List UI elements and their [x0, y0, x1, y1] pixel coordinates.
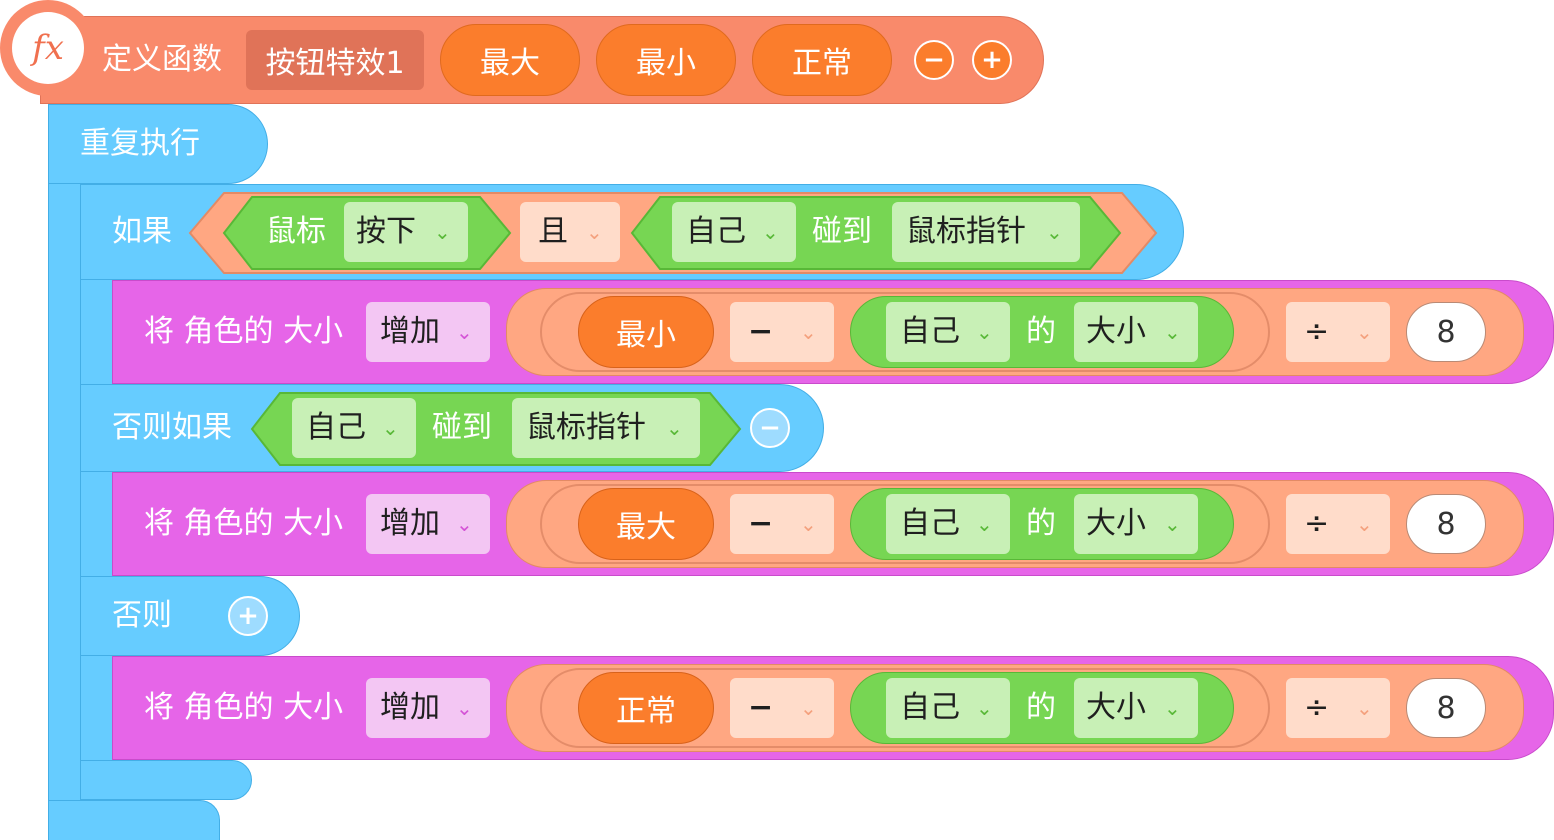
add-branch-button[interactable]: +: [228, 596, 268, 636]
repeat-loop-footer: [48, 800, 220, 840]
remove-param-button[interactable]: −: [914, 40, 954, 80]
chevron-down-icon: ⌄: [586, 220, 603, 244]
var-min[interactable]: 最小: [578, 296, 714, 368]
chevron-down-icon: ⌄: [1046, 220, 1063, 244]
chevron-down-icon: ⌄: [1164, 696, 1181, 720]
divide-op-dropdown[interactable]: [1286, 678, 1390, 738]
define-label: 定义函数: [102, 42, 222, 77]
repeat-label: 重复执行: [80, 126, 200, 161]
minus-op-dropdown[interactable]: [730, 494, 834, 554]
param-normal[interactable]: 正常: [752, 24, 892, 96]
self-dropdown[interactable]: [886, 494, 1010, 554]
divide-op-dropdown[interactable]: [1286, 494, 1390, 554]
minus-op-dropdown[interactable]: [730, 678, 834, 738]
change-op-dropdown[interactable]: [366, 678, 490, 738]
self-value: 自己: [900, 506, 960, 541]
divide-op-dropdown[interactable]: [1286, 302, 1390, 362]
action-prefix: 将 角色的 大小: [144, 314, 344, 349]
function-name-field[interactable]: 按钮特效1: [246, 30, 424, 90]
elseif-self-value: 自己: [306, 410, 366, 445]
minus-op-value: −: [748, 314, 774, 349]
change-op-value: 增加: [380, 314, 440, 349]
touch-target-dropdown[interactable]: [892, 202, 1080, 262]
touch-label: 碰到: [812, 214, 872, 249]
divisor-input[interactable]: 8: [1406, 494, 1486, 554]
elseif-target-dropdown[interactable]: [512, 398, 700, 458]
property-value: 大小: [1086, 314, 1146, 349]
if-left-bar: [80, 184, 114, 800]
property-dropdown[interactable]: [1074, 678, 1198, 738]
divisor-input[interactable]: 8: [1406, 302, 1486, 362]
chevron-down-icon: ⌄: [434, 220, 451, 244]
chevron-down-icon: ⌄: [666, 416, 683, 440]
chevron-down-icon: ⌄: [1356, 320, 1373, 344]
elseif-label: 否则如果: [112, 410, 232, 445]
property-dropdown[interactable]: [1074, 494, 1198, 554]
repeat-loop-left-bar: [48, 104, 82, 840]
divide-op-value: ÷: [1304, 690, 1330, 725]
var-max[interactable]: 最大: [578, 488, 714, 560]
else-label: 否则: [112, 598, 172, 633]
chevron-down-icon: ⌄: [382, 416, 399, 440]
chevron-down-icon: ⌄: [800, 512, 817, 536]
chevron-down-icon: ⌄: [1356, 512, 1373, 536]
of-label: 的: [1026, 506, 1056, 541]
chevron-down-icon: ⌄: [762, 220, 779, 244]
elseif-target-value: 鼠标指针: [526, 410, 646, 445]
chevron-down-icon: ⌄: [1164, 512, 1181, 536]
action-prefix: 将 角色的 大小: [144, 506, 344, 541]
of-label: 的: [1026, 690, 1056, 725]
mouse-label: 鼠标: [266, 214, 326, 249]
change-op-value: 增加: [380, 506, 440, 541]
property-dropdown[interactable]: [1074, 302, 1198, 362]
self-value: 自己: [686, 214, 746, 249]
self-dropdown[interactable]: [886, 302, 1010, 362]
if-footer: [80, 760, 252, 800]
change-op-dropdown[interactable]: [366, 494, 490, 554]
self-dropdown[interactable]: [886, 678, 1010, 738]
touch-target-value: 鼠标指针: [906, 214, 1026, 249]
change-op-dropdown[interactable]: [366, 302, 490, 362]
chevron-down-icon: ⌄: [1164, 320, 1181, 344]
chevron-down-icon: ⌄: [976, 696, 993, 720]
add-param-button[interactable]: +: [972, 40, 1012, 80]
self-value: 自己: [900, 314, 960, 349]
repeat-loop-header[interactable]: [48, 104, 268, 184]
divisor-input[interactable]: 8: [1406, 678, 1486, 738]
elseif-self-dropdown[interactable]: [292, 398, 416, 458]
property-value: 大小: [1086, 690, 1146, 725]
chevron-down-icon: ⌄: [456, 696, 473, 720]
divide-op-value: ÷: [1304, 314, 1330, 349]
of-label: 的: [1026, 314, 1056, 349]
logic-op-dropdown[interactable]: [520, 202, 620, 262]
self-dropdown[interactable]: [672, 202, 796, 262]
remove-elseif-button[interactable]: −: [750, 408, 790, 448]
param-min[interactable]: 最小: [596, 24, 736, 96]
change-op-value: 增加: [380, 690, 440, 725]
property-value: 大小: [1086, 506, 1146, 541]
divide-op-value: ÷: [1304, 506, 1330, 541]
action-prefix: 将 角色的 大小: [144, 690, 344, 725]
self-value: 自己: [900, 690, 960, 725]
elseif-touch-label: 碰到: [432, 410, 492, 445]
chevron-down-icon: ⌄: [976, 320, 993, 344]
chevron-down-icon: ⌄: [976, 512, 993, 536]
param-max[interactable]: 最大: [440, 24, 580, 96]
var-normal[interactable]: 正常: [578, 672, 714, 744]
chevron-down-icon: ⌄: [1356, 696, 1373, 720]
mouse-state-dropdown[interactable]: [344, 202, 468, 262]
chevron-down-icon: ⌄: [800, 320, 817, 344]
if-label: 如果: [112, 214, 172, 249]
fx-icon: fx: [12, 12, 84, 84]
minus-op-dropdown[interactable]: [730, 302, 834, 362]
chevron-down-icon: ⌄: [456, 320, 473, 344]
chevron-down-icon: ⌄: [800, 696, 817, 720]
logic-op-value: 且: [538, 214, 568, 249]
minus-op-value: −: [748, 690, 774, 725]
chevron-down-icon: ⌄: [456, 512, 473, 536]
minus-op-value: −: [748, 506, 774, 541]
mouse-state-value: 按下: [356, 214, 416, 249]
